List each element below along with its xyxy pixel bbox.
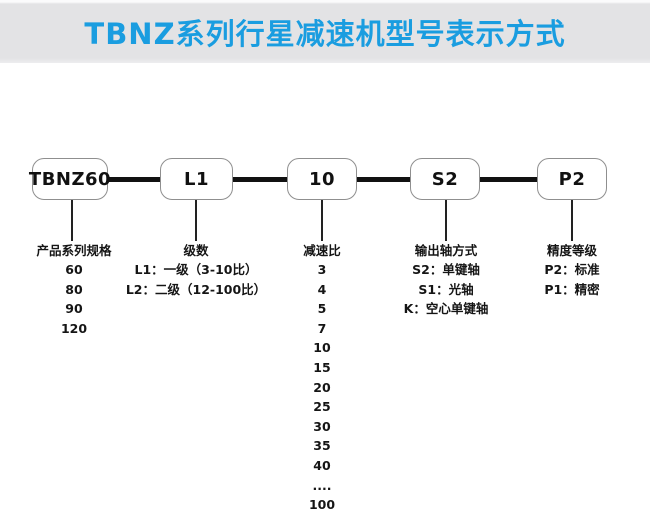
- pointer-line: [445, 200, 447, 241]
- option: 40: [313, 457, 331, 473]
- pointer-line: [571, 200, 573, 241]
- option: P2：标准: [544, 262, 600, 277]
- option: S1：光轴: [418, 281, 474, 297]
- option: L2：二级（12-100比）: [125, 281, 267, 297]
- code-box-shaft: S2: [410, 158, 480, 200]
- page-title: TBNZ系列行星减速机型号表示方式: [84, 16, 566, 51]
- option: K：空心单键轴: [403, 301, 489, 317]
- title-bar: TBNZ系列行星减速机型号表示方式: [0, 0, 650, 63]
- connector-line: [108, 177, 160, 182]
- option: 3: [317, 262, 327, 277]
- pointer-line: [71, 200, 73, 241]
- option-ellipsis: ....: [312, 477, 332, 493]
- option: 35: [313, 438, 331, 454]
- pointer-line: [195, 200, 197, 241]
- legend-label: 精度等级: [546, 243, 597, 258]
- legend-series: 产品系列规格 60 80 90 120: [0, 241, 148, 338]
- option: 100: [308, 497, 336, 513]
- legend-shaft: 输出轴方式 S2：单键轴 S1：光轴 K：空心单键轴: [361, 241, 531, 319]
- option: 60: [65, 262, 83, 277]
- code-box-ratio: 10: [287, 158, 357, 200]
- connector-line: [357, 177, 410, 182]
- model-code-diagram: TBNZ60 L1 10 S2 P2 产品系列规格 60 80 90 120 级…: [0, 63, 650, 512]
- code-text: L1: [184, 168, 209, 190]
- option: 120: [60, 320, 88, 336]
- code-text: TBNZ60: [28, 168, 112, 190]
- code-text: S2: [431, 168, 459, 190]
- code-box-precision: P2: [537, 158, 607, 200]
- option: 10: [313, 340, 331, 356]
- legend-stage: 级数 L1：一级（3-10比） L2：二级（12-100比）: [101, 241, 291, 299]
- option: S2：单键轴: [412, 262, 480, 277]
- option: 20: [313, 379, 331, 395]
- legend-label: 输出轴方式: [414, 243, 478, 258]
- option: L1：一级（3-10比）: [134, 262, 258, 277]
- legend-label: 级数: [183, 243, 209, 258]
- option: 5: [317, 301, 327, 317]
- option: 80: [65, 281, 83, 297]
- pointer-line: [321, 200, 323, 241]
- option: P1：精密: [544, 281, 600, 297]
- legend-label: 减速比: [303, 243, 341, 258]
- legend-label: 产品系列规格: [36, 243, 112, 258]
- connector-line: [233, 177, 287, 182]
- code-text: P2: [558, 168, 586, 190]
- option: 15: [313, 359, 331, 375]
- option: 7: [317, 320, 327, 336]
- option: 90: [65, 301, 83, 317]
- option: 25: [313, 399, 331, 415]
- option: 30: [313, 418, 331, 434]
- legend-precision: 精度等级 P2：标准 P1：精密: [497, 241, 647, 299]
- code-box-stage: L1: [160, 158, 233, 200]
- code-text: 10: [308, 168, 336, 190]
- code-box-series: TBNZ60: [28, 158, 112, 200]
- connector-line: [480, 177, 537, 182]
- option: 4: [317, 281, 327, 297]
